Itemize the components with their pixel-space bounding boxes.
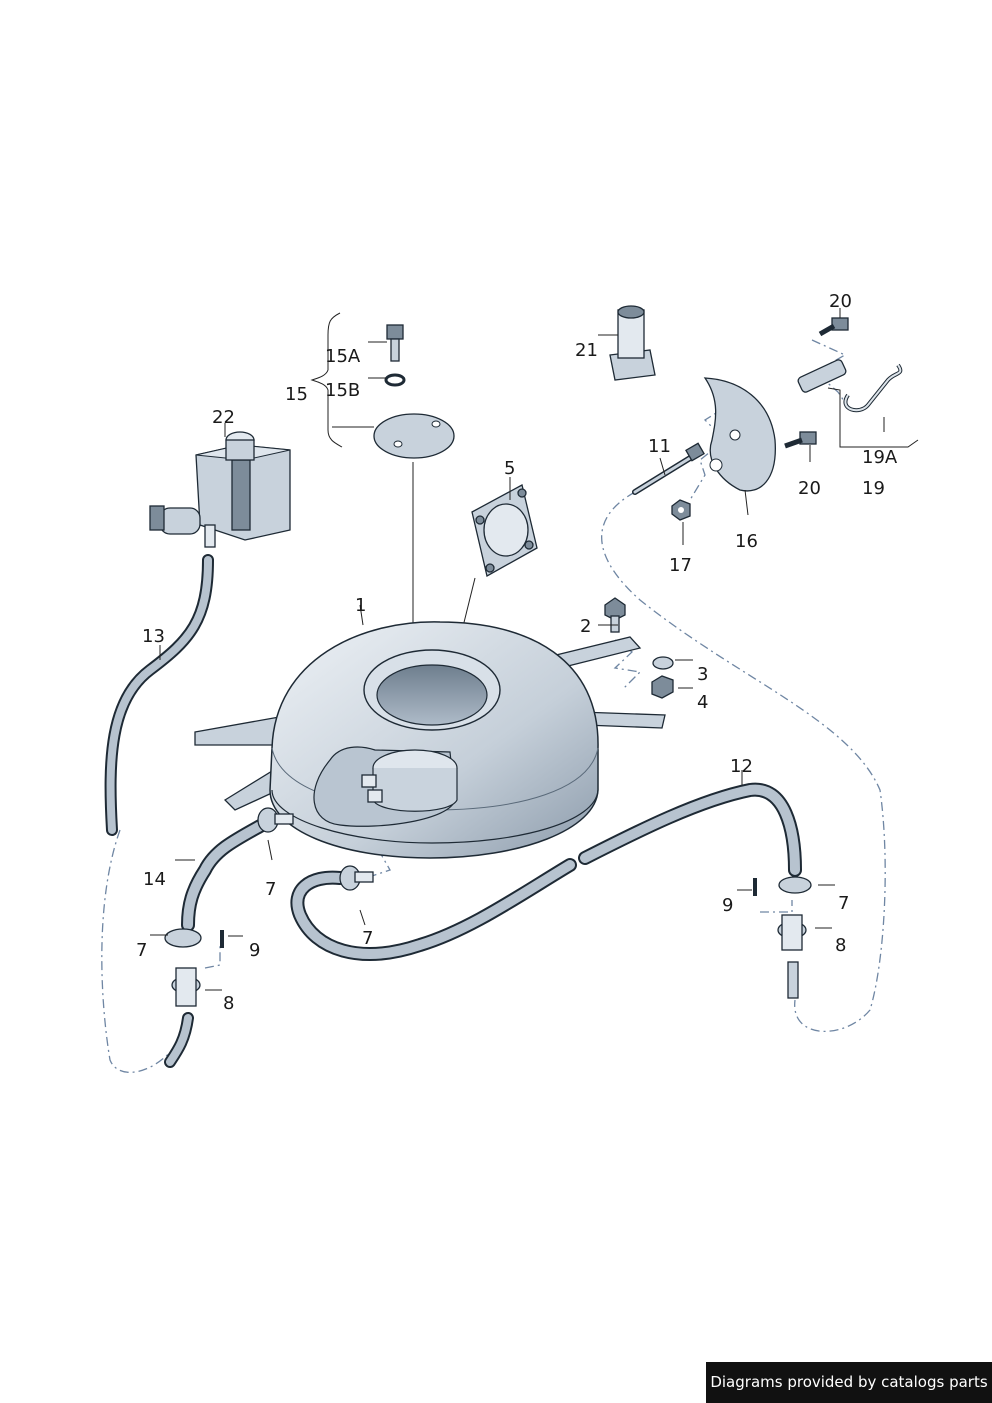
leader-lines [150, 308, 919, 991]
label-15: 15 [285, 384, 308, 405]
fitting [609, 305, 656, 381]
label-16: 16 [735, 531, 758, 552]
label-17: 17 [669, 555, 692, 576]
label-8-left: 8 [223, 993, 234, 1014]
label-11: 11 [648, 436, 671, 457]
label-15a: 15A [325, 346, 361, 367]
label-13: 13 [142, 626, 165, 647]
label-1: 1 [355, 595, 366, 616]
label-7-left: 7 [265, 879, 276, 900]
label-7-bottom-left: 7 [136, 940, 147, 961]
part-labels: 1 2 3 4 5 7 7 7 7 8 8 9 9 11 12 13 14 15… [136, 291, 898, 1014]
label-9-right: 9 [722, 895, 733, 916]
label-7-center: 7 [362, 928, 373, 949]
label-3: 3 [697, 664, 708, 685]
label-4: 4 [697, 692, 708, 713]
label-2: 2 [580, 616, 591, 637]
label-21: 21 [575, 340, 598, 361]
clamps-connectors [164, 807, 812, 1007]
label-20-bottom: 20 [798, 478, 821, 499]
regulator [149, 431, 291, 548]
label-20-top: 20 [829, 291, 852, 312]
fuel-tank [194, 621, 666, 859]
label-7-right: 7 [838, 893, 849, 914]
label-9-left: 9 [249, 940, 260, 961]
flange-plate [471, 484, 538, 577]
credit-banner: Diagrams provided by catalogs parts [706, 1362, 992, 1403]
label-22: 22 [212, 407, 235, 428]
label-19a: 19A [862, 447, 898, 468]
label-19: 19 [862, 478, 885, 499]
label-12: 12 [730, 756, 753, 777]
cover-assembly [373, 324, 455, 459]
bracket-plate [703, 377, 776, 492]
label-5: 5 [504, 458, 515, 479]
hoses [104, 554, 802, 1068]
label-14: 14 [143, 869, 166, 890]
label-15b: 15B [325, 380, 360, 401]
label-8-right: 8 [835, 935, 846, 956]
